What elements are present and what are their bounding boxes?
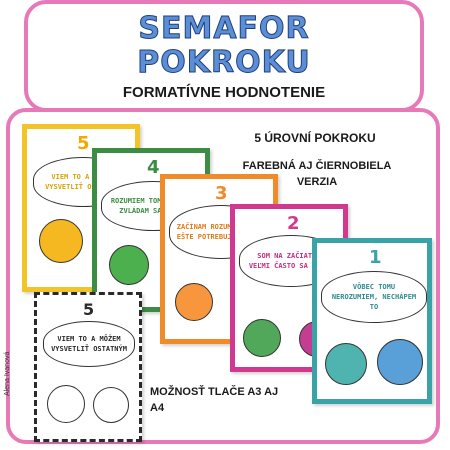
smiley-face bbox=[109, 245, 149, 285]
versions-line-2: VERZIA bbox=[296, 176, 338, 188]
smiley-face bbox=[39, 219, 83, 263]
smiley-face bbox=[243, 319, 281, 357]
versions-line-1: FAREBNÁ AJ ČIERNOBIELA bbox=[242, 160, 392, 172]
card-level-5-bw: 5 VIEM TO A MÔŽEM VYSVETLIŤ OSTATNÝM bbox=[34, 292, 142, 442]
title-line-1: SEMAFOR bbox=[138, 11, 310, 46]
speech-bubble: VIEM TO A MÔŽEM VYSVETLIŤ OSTATNÝM bbox=[43, 321, 135, 367]
smiley-face-second bbox=[377, 339, 423, 385]
card-level-1-teal: 1 VÔBEC TOMU NEROZUMIEM, NECHÁPEM TO bbox=[312, 238, 432, 404]
print-line-2: A4 bbox=[150, 402, 165, 414]
card-number: 5 bbox=[77, 133, 90, 154]
card-number: 4 bbox=[147, 157, 160, 178]
speech-bubble: VÔBEC TOMU NEROZUMIEM, NECHÁPEM TO bbox=[321, 271, 427, 323]
title-line-2: POKROKU bbox=[137, 45, 311, 80]
author-signature: Alena Ivanová bbox=[4, 351, 11, 396]
card-number: 1 bbox=[369, 247, 382, 268]
levels-label: 5 ÚROVNÍ POKROKU bbox=[254, 131, 376, 145]
subtitle: FORMATÍVNE HODNOTENIE bbox=[122, 84, 326, 101]
card-number: 2 bbox=[287, 213, 300, 234]
card-number: 3 bbox=[215, 183, 228, 204]
print-line-1: MOŽNOSŤ TLAČE A3 AJ bbox=[150, 386, 279, 398]
smiley-face-second bbox=[93, 387, 129, 423]
smiley-face bbox=[325, 343, 367, 385]
header-box: SEMAFOR POKROKU FORMATÍVNE HODNOTENIE bbox=[24, 0, 424, 112]
card-number: 5 bbox=[83, 300, 95, 319]
smiley-face bbox=[175, 283, 213, 321]
smiley-face bbox=[47, 385, 85, 423]
